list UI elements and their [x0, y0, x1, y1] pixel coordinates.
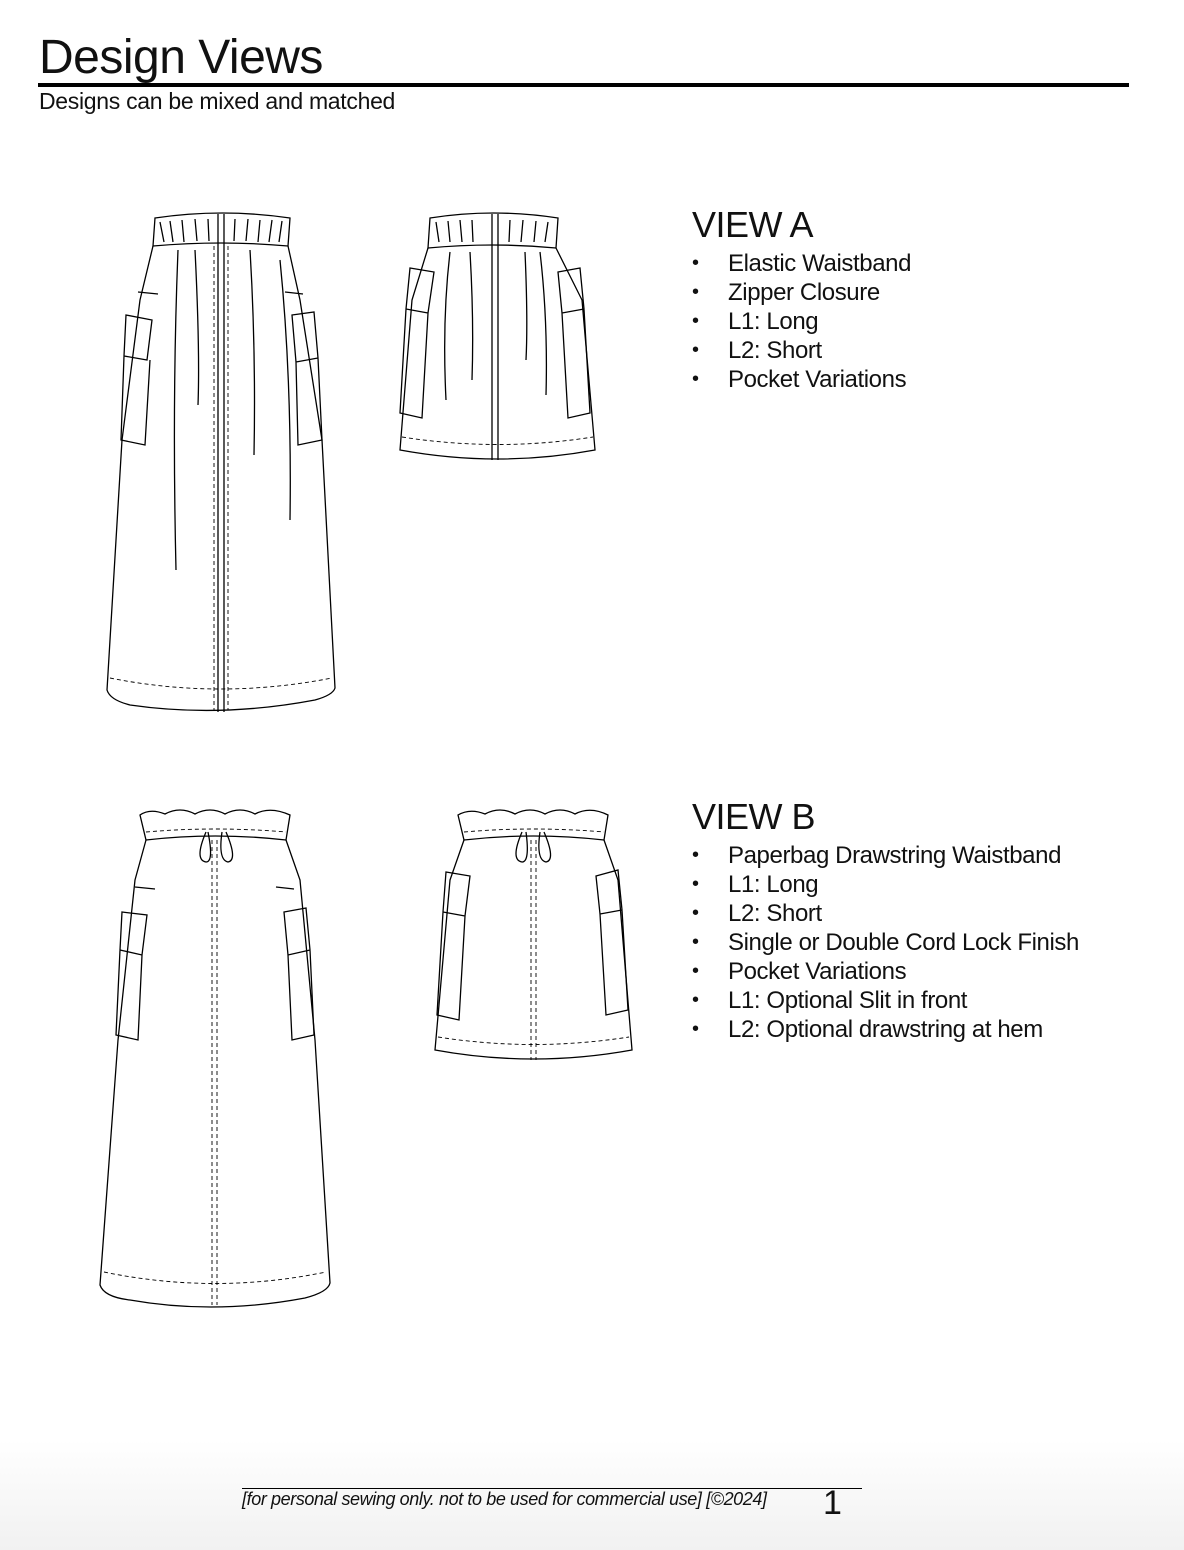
feature-item: L1: Long	[692, 870, 1079, 899]
title-divider	[38, 83, 1129, 87]
feature-item: L2: Short	[692, 336, 911, 365]
view-b-title: VIEW B	[692, 796, 816, 837]
view-b-description: VIEW B Paperbag Drawstring Waistband L1:…	[692, 796, 1079, 1045]
view-b-long-skirt-drawing	[99, 809, 331, 1308]
feature-item: Pocket Variations	[692, 365, 911, 394]
feature-item: Pocket Variations	[692, 957, 1079, 986]
view-a-description: VIEW A Elastic Waistband Zipper Closure …	[692, 204, 911, 395]
view-a-feature-list: Elastic Waistband Zipper Closure L1: Lon…	[692, 249, 911, 394]
feature-item: Zipper Closure	[692, 278, 911, 307]
feature-item: Elastic Waistband	[692, 249, 911, 278]
page-number: 1	[823, 1484, 842, 1522]
feature-item: L1: Long	[692, 307, 911, 336]
view-a-title: VIEW A	[692, 204, 814, 245]
view-a-long-skirt-drawing	[106, 212, 336, 712]
feature-item: L2: Short	[692, 899, 1079, 928]
view-b-short-skirt-drawing	[434, 809, 633, 1060]
feature-item: L2: Optional drawstring at hem	[692, 1015, 1079, 1044]
view-a-short-skirt-drawing	[399, 212, 596, 460]
view-b-feature-list: Paperbag Drawstring Waistband L1: Long L…	[692, 841, 1079, 1044]
page-subtitle: Designs can be mixed and matched	[39, 88, 396, 114]
feature-item: Single or Double Cord Lock Finish	[692, 928, 1079, 957]
footer-notice: [for personal sewing only. not to be use…	[242, 1489, 767, 1509]
page-title: Design Views	[39, 31, 323, 84]
feature-item: Paperbag Drawstring Waistband	[692, 841, 1079, 870]
footer-divider	[242, 1488, 862, 1489]
feature-item: L1: Optional Slit in front	[692, 986, 1079, 1015]
